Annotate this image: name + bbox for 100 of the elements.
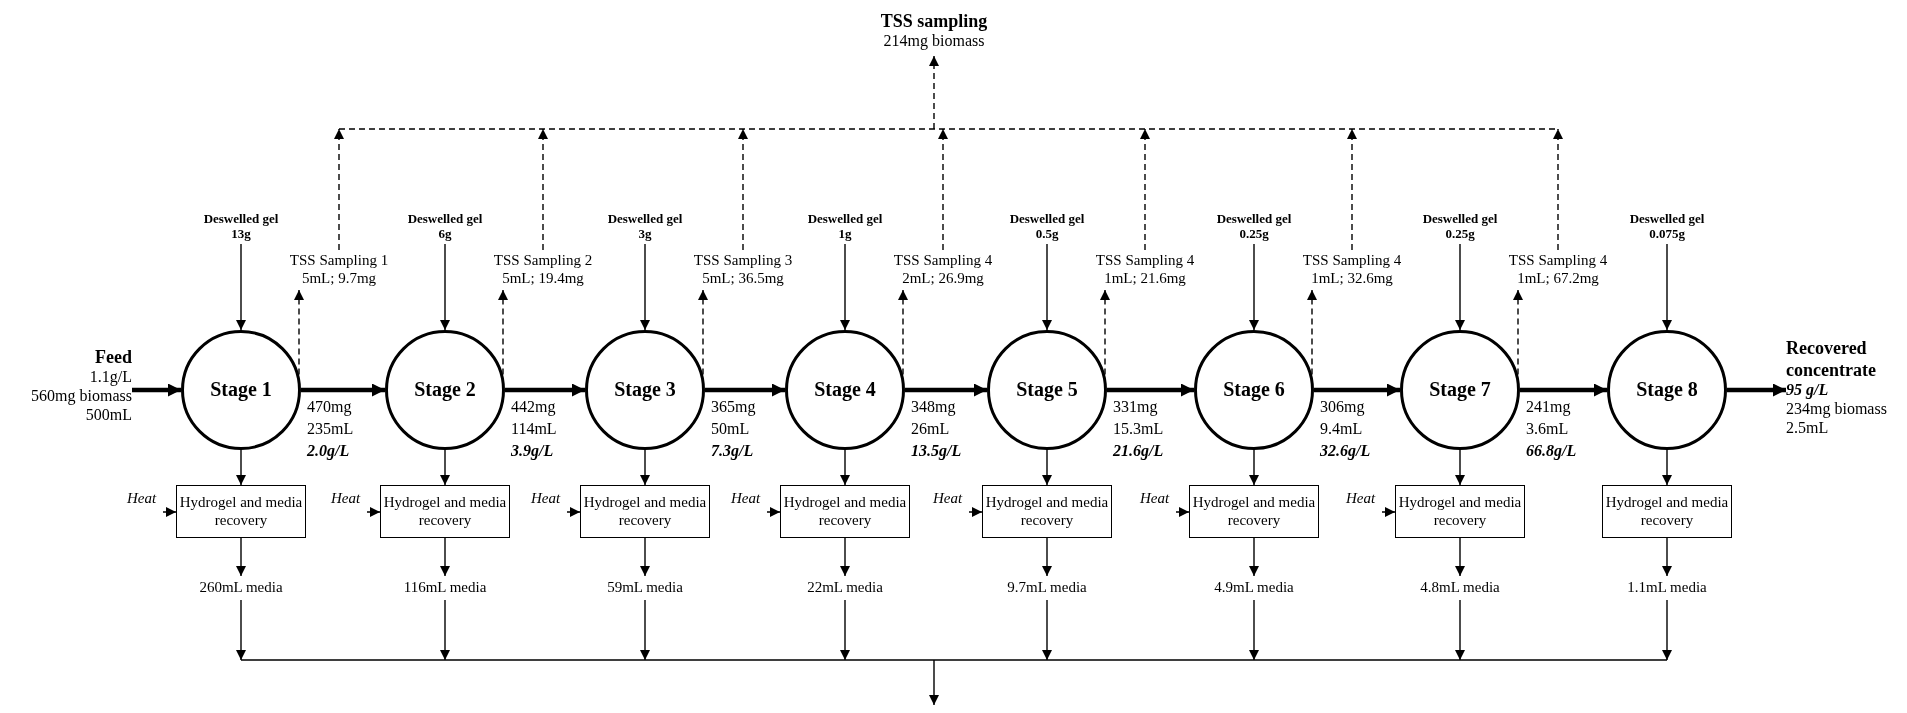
arrow [1347,128,1357,251]
media-amount: 1.1mL media [1627,579,1707,597]
arrow [294,289,304,376]
arrow [968,507,983,517]
process-label: Hydrogel and media recovery [782,493,908,530]
stage-circle [585,330,705,450]
flow-value: 331mg [1113,399,1158,415]
arrow [301,383,385,397]
media-amount: 59mL media [607,579,683,597]
feed-heading: Feed [95,347,132,369]
sampling-label: TSS Sampling 4 [1302,252,1402,270]
gel-label: Deswelled gel [1422,210,1498,226]
arrow [1553,128,1563,251]
gel-amount: 3g [638,226,652,242]
stage-circle [181,330,301,450]
arrow [1662,537,1672,577]
stage-label: Stage 6 [1223,378,1285,402]
arrow [1042,243,1052,331]
stage-circle [385,330,505,450]
stage-label: Stage 1 [210,378,272,402]
arrow [1662,449,1672,486]
process-box [176,485,306,538]
stage-circle [1607,330,1727,450]
sampling-heading: TSS sampling [880,10,988,33]
arrow [1314,383,1400,397]
flow-value: 3.6mL [1526,421,1569,437]
arrow [698,289,708,376]
gel-label: Deswelled gel [807,210,883,226]
gel-label: Deswelled gel [407,210,483,226]
stage-label: Stage 2 [414,378,476,402]
gel-amount: 13g [231,226,251,242]
process-box [780,485,910,538]
arrow [1307,289,1317,376]
feed-value: 500mL [85,406,132,425]
media-amount: 116mL media [403,579,487,597]
arrow [236,537,246,577]
flow-value: 2.0g/L [307,443,350,459]
heat-label: Heat [531,490,561,508]
process-label: Hydrogel and media recovery [1604,493,1730,530]
media-amount: 4.8mL media [1420,579,1500,597]
arrow [566,507,581,517]
arrow [766,507,781,517]
gel-amount: 0.25g [1239,226,1269,242]
sampling-label: TSS Sampling 2 [493,252,593,270]
flow-value: 470mg [307,399,352,415]
gel-label: Deswelled gel [607,210,683,226]
arrow [236,243,246,331]
arrow [1249,599,1259,661]
arrow [440,449,450,486]
arrow [1249,537,1259,577]
flow-value: 32.6g/L [1320,443,1371,459]
arrow [1381,507,1396,517]
sampling-label: TSS Sampling 3 [693,252,793,270]
process-box [380,485,510,538]
feed-value: 1.1g/L [89,368,132,388]
arrow [498,289,508,376]
process-label: Hydrogel and media recovery [382,493,508,530]
process-box [1602,485,1732,538]
process-box [580,485,710,538]
gel-label: Deswelled gel [1629,210,1705,226]
sampling-amount: 5mL; 19.4mg [502,270,584,288]
flow-value: 348mg [911,399,956,415]
media-amount: 9.7mL media [1007,579,1087,597]
stage-label: Stage 5 [1016,378,1078,402]
sampling-label: TSS Sampling 1 [289,252,389,270]
flow-value: 15.3mL [1113,421,1164,437]
arrow [640,537,650,577]
process-box [982,485,1112,538]
arrow [1100,289,1110,376]
stage-circle [1194,330,1314,450]
stage-label: Stage 8 [1636,378,1698,402]
arrow [440,599,450,661]
arrow [1662,599,1672,661]
sampling-amount: 2mL; 26.9mg [902,270,984,288]
process-label: Hydrogel and media recovery [582,493,708,530]
arrow [440,537,450,577]
flow-value: 26mL [911,421,950,437]
flow-value: 7.3g/L [711,443,754,459]
arrow [538,128,548,251]
flow-value: 114mL [511,421,557,437]
gel-amount: 0.5g [1035,226,1059,242]
arrow [840,599,850,661]
flow-value: 442mg [511,399,556,415]
feed-value: 560mg biomass [31,387,132,407]
process-box [1189,485,1319,538]
arrow [236,449,246,486]
media-amount: 4.9mL media [1214,579,1294,597]
arrow [905,383,987,397]
sampling-label: TSS Sampling 4 [893,252,993,270]
flow-value: 3.9g/L [511,443,554,459]
arrow [440,243,450,331]
stage-circle [785,330,905,450]
flow-value: 235mL [307,421,354,437]
arrow [640,243,650,331]
gel-amount: 6g [438,226,452,242]
flow-value: 241mg [1526,399,1571,415]
product-value: 234mg biomass [1786,399,1887,419]
arrow [1520,383,1607,397]
arrow [1249,243,1259,331]
arrow [1455,599,1465,661]
